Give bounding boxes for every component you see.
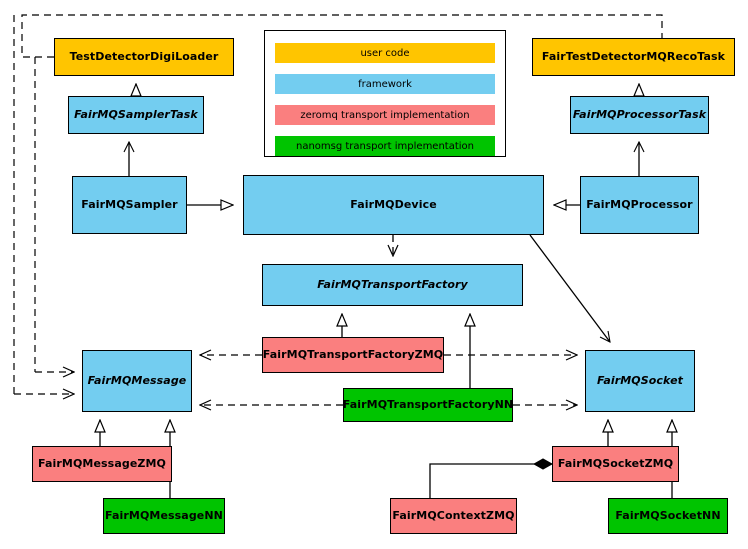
outer-dashed-routing — [13, 14, 663, 394]
legend-item-nanomsg: nanomsg transport implementation — [275, 136, 495, 156]
association-edges — [129, 142, 639, 342]
class-node-FairMQDevice[interactable]: FairMQDevice — [243, 175, 544, 235]
class-node-FairMQSocketZMQ[interactable]: FairMQSocketZMQ — [552, 446, 679, 482]
class-node-FairMQMessageZMQ[interactable]: FairMQMessageZMQ — [32, 446, 172, 482]
class-node-TestDetectorDigiLoader[interactable]: TestDetectorDigiLoader — [54, 38, 234, 76]
class-node-FairMQTransportFactory[interactable]: FairMQTransportFactory — [262, 264, 523, 306]
dependency-edges — [200, 235, 577, 405]
legend-item-framework: framework — [275, 74, 495, 94]
legend-item-zeromq: zeromq transport implementation — [275, 105, 495, 125]
class-node-FairMQTransportFactoryNN[interactable]: FairMQTransportFactoryNN — [343, 388, 513, 422]
class-node-FairMQProcessorTask[interactable]: FairMQProcessorTask — [570, 96, 709, 134]
class-node-FairMQSocket[interactable]: FairMQSocket — [585, 350, 695, 412]
class-node-FairMQProcessor[interactable]: FairMQProcessor — [580, 176, 699, 234]
class-node-FairMQSocketNN[interactable]: FairMQSocketNN — [608, 498, 728, 534]
class-node-FairMQTransportFactoryZMQ[interactable]: FairMQTransportFactoryZMQ — [262, 337, 444, 373]
legend-item-user_code: user code — [275, 43, 495, 63]
class-node-FairMQMessage[interactable]: FairMQMessage — [82, 350, 192, 412]
class-node-FairTestDetectorMQRecoTask[interactable]: FairTestDetectorMQRecoTask — [532, 38, 735, 76]
class-node-FairMQSampler[interactable]: FairMQSampler — [72, 176, 187, 234]
class-node-FairMQMessageNN[interactable]: FairMQMessageNN — [103, 498, 225, 534]
legend-box: user code framework zeromq transport imple… — [264, 30, 506, 157]
class-node-FairMQContextZMQ[interactable]: FairMQContextZMQ — [390, 498, 517, 534]
composition-edges — [429, 464, 552, 498]
class-node-FairMQSamplerTask[interactable]: FairMQSamplerTask — [68, 96, 204, 134]
